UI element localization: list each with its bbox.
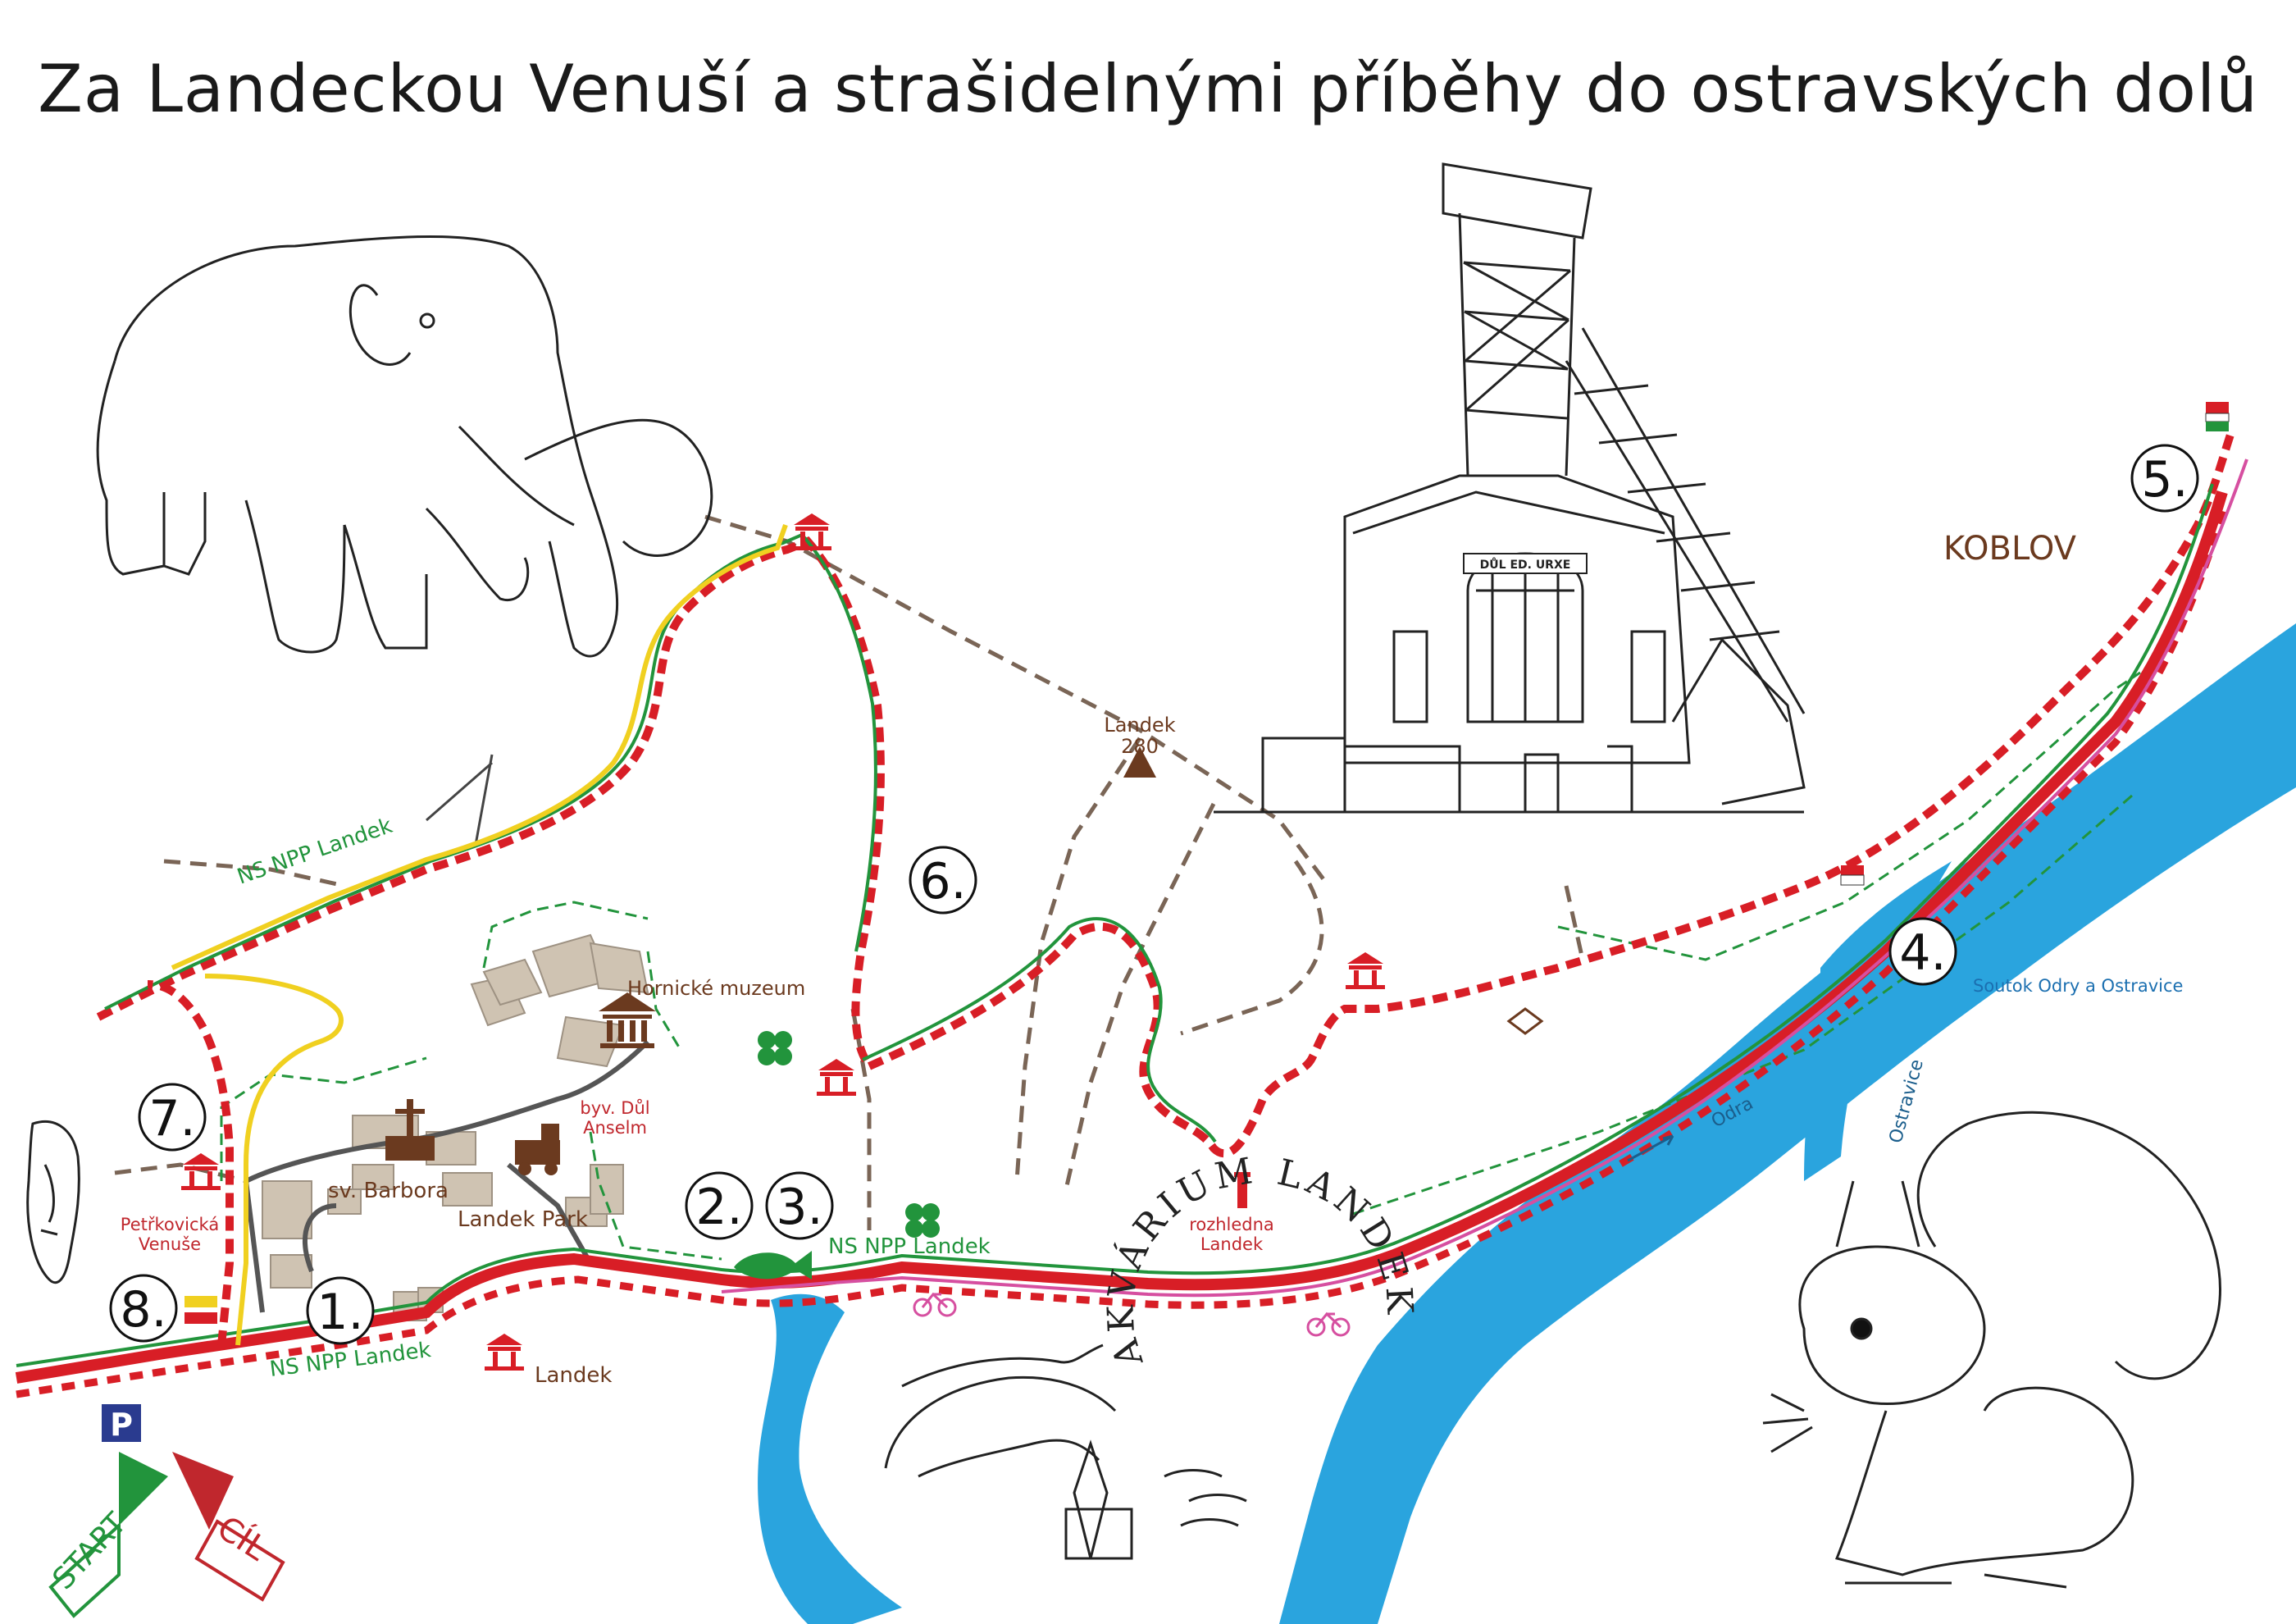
route-lower <box>15 490 2228 1384</box>
clover-icon <box>758 1031 940 1238</box>
route-lower-dashes <box>16 507 2228 1398</box>
svg-text:5.: 5. <box>2141 451 2188 509</box>
route-pink <box>721 458 2248 1298</box>
fish-icon <box>734 1251 812 1280</box>
route-upper-loop-green <box>104 532 877 1010</box>
stop-marker-7[interactable]: 7. <box>138 1083 207 1152</box>
route-start-spur-yellow <box>204 974 344 1346</box>
ns-npp-label-lower: NS NPP Landek <box>268 1338 432 1382</box>
trail-marker-signs <box>184 402 2230 1324</box>
ns-npp-label-middle: NS NPP Landek <box>828 1234 991 1259</box>
landek-park-label: Landek Park <box>458 1207 588 1232</box>
svg-text:7.: 7. <box>148 1090 195 1147</box>
stop-marker-4[interactable]: 4. <box>1888 917 1957 986</box>
ns-npp-label-upper: NS NPP Landek <box>235 814 396 890</box>
mine-symbol-icon <box>1506 1007 1544 1035</box>
landek-hill-name-label: Landek <box>1104 714 1175 737</box>
bicycle-icon <box>913 1292 1351 1337</box>
koblov-label: KOBLOV <box>1943 530 2077 568</box>
ostravice-label: Ostravice <box>1886 1057 1928 1146</box>
svg-text:P: P <box>110 1407 133 1443</box>
park-buildings <box>262 933 649 1321</box>
route-forest <box>867 433 2234 1158</box>
museum-icon <box>599 992 656 1048</box>
locomotive-icon <box>515 1124 560 1175</box>
svg-text:3.: 3. <box>776 1179 822 1236</box>
stop-marker-8[interactable]: 8. <box>109 1274 178 1343</box>
mine-sign-plate <box>1463 553 1588 574</box>
stop-marker-5[interactable]: 5. <box>2130 444 2199 513</box>
cil-marker[interactable]: CÍL <box>172 1452 285 1602</box>
landek-hill-elevation-label: 280 <box>1121 735 1159 758</box>
route-upper-loop <box>96 536 885 1069</box>
stop-marker-3[interactable]: 3. <box>765 1171 834 1240</box>
squirrel-drawing <box>1762 1111 2221 1589</box>
parking-sign: P <box>102 1404 141 1443</box>
mammoth-drawing <box>96 235 713 658</box>
venuse-label-line2: Venuše <box>139 1234 201 1254</box>
route-yellow <box>171 523 788 970</box>
svg-text:8.: 8. <box>120 1281 166 1339</box>
byv-dul-label-line1: byv. Důl <box>580 1098 649 1118</box>
mine-headframe-drawing <box>1214 162 1806 814</box>
soutok-label: Soutok Odry a Ostravice <box>1973 976 2183 996</box>
landek-stop-label: Landek <box>535 1363 612 1388</box>
rozhledna-label-line2: Landek <box>1200 1234 1264 1254</box>
venus-statue-drawing <box>26 1120 80 1284</box>
rozhledna-label-line1: rozhledna <box>1189 1215 1274 1234</box>
river-arrow-icon <box>1627 1134 1674 1162</box>
stop-marker-1[interactable]: 1. <box>306 1276 375 1345</box>
aquarium-arc-label: AKVÁRIUM LANDEK <box>1100 1149 1420 1372</box>
park-roads <box>244 1039 650 1313</box>
church-icon <box>385 1099 435 1161</box>
dashed-paths <box>114 514 1585 1230</box>
stop-marker-2[interactable]: 2. <box>685 1171 754 1240</box>
svg-text:2.: 2. <box>695 1179 742 1236</box>
map-title: Za Landeckou Venuší a strašidelnými příb… <box>38 51 2258 127</box>
mine-sign-text: DŮL ED. URXE <box>1480 557 1571 572</box>
river-ostravice <box>1804 861 1952 1181</box>
route-forest-green <box>862 917 1217 1143</box>
stop-marker-6[interactable]: 6. <box>909 846 977 915</box>
svg-text:6.: 6. <box>919 853 966 910</box>
river-lower-branch <box>758 1293 902 1624</box>
river-arrow-head-icon <box>1662 1134 1674 1146</box>
venuse-label-line1: Petřkovická <box>121 1215 219 1234</box>
route-start-spur <box>147 980 234 1346</box>
sv-barbora-label: sv. Barbora <box>328 1179 449 1203</box>
river-odra <box>1279 623 2296 1624</box>
hill-peak-icon <box>1123 746 1156 778</box>
thin-road <box>426 754 494 846</box>
start-marker[interactable]: START <box>47 1452 168 1618</box>
shelter-icon <box>181 513 1385 1371</box>
svg-text:1.: 1. <box>317 1284 363 1341</box>
hornicke-muzeum-label: Hornické muzeum <box>627 977 805 1000</box>
svg-text:4.: 4. <box>1899 924 1946 982</box>
byv-dul-label-line2: Anselm <box>583 1118 647 1138</box>
aquarium-drawing <box>884 1343 1247 1560</box>
